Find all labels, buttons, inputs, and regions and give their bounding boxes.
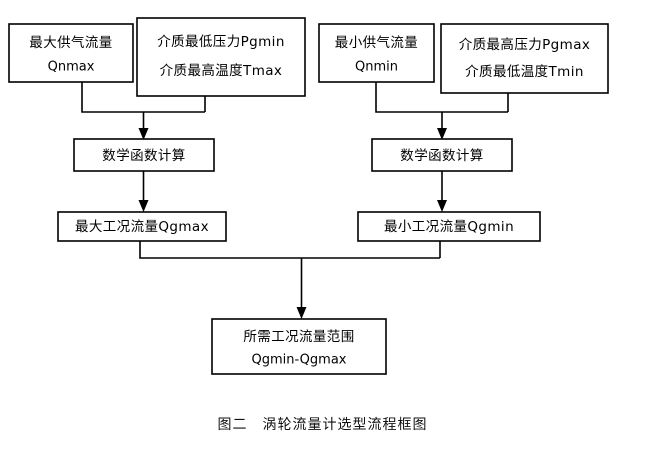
node-label-line2: Qnmin xyxy=(355,60,398,75)
node-calc-left: 数学函数计算 xyxy=(73,138,215,172)
node-label-line1: 最大供气流量 xyxy=(29,35,112,51)
node-label-line2: Qgmin-Qgmax xyxy=(252,353,347,368)
node-box xyxy=(73,138,215,172)
node-input-qnmin: 最小供气流量 Qnmin xyxy=(318,23,435,83)
node-label-line1: 数学函数计算 xyxy=(102,148,185,164)
node-box xyxy=(211,318,387,375)
edge-right-inputs-to-calc xyxy=(375,82,509,140)
arrow-head-icon xyxy=(138,128,149,140)
edge-outputs-to-result xyxy=(139,241,441,319)
node-input-pgmin-tmax: 介质最低压力Pgmin 介质最高温度Tmax xyxy=(136,17,306,97)
node-calc-right: 数学函数计算 xyxy=(371,138,513,172)
node-box xyxy=(318,23,435,83)
edge-calcleft-to-qgmax xyxy=(138,171,149,212)
node-box xyxy=(8,23,134,83)
arrow-head-icon xyxy=(296,307,307,319)
node-label-line1: 所需工况流量范围 xyxy=(243,329,354,345)
node-result-range: 所需工况流量范围 Qgmin-Qgmax xyxy=(211,318,387,375)
node-label-line1: 介质最高压力Pgmax xyxy=(459,36,591,53)
node-label-line1: 介质最低压力Pgmin xyxy=(157,34,285,50)
node-label-line2: 介质最高温度Tmax xyxy=(160,62,283,79)
node-box xyxy=(57,211,227,242)
node-box xyxy=(371,138,513,172)
arrow-head-icon xyxy=(138,200,149,212)
node-label-line1: 最小供气流量 xyxy=(335,35,418,51)
connector-layer xyxy=(81,82,509,319)
node-label-line1: 最小工况流量Qgmin xyxy=(384,219,514,235)
node-label-line2: 介质最低温度Tmin xyxy=(465,64,584,80)
node-output-qgmax: 最大工况流量Qgmax xyxy=(57,211,227,242)
node-label-line2: Qnmax xyxy=(48,60,95,75)
node-input-pgmax-tmin: 介质最高压力Pgmax 介质最低温度Tmin xyxy=(440,23,609,94)
node-box xyxy=(440,23,609,94)
node-label-line1: 最大工况流量Qgmax xyxy=(75,219,209,235)
arrow-head-icon xyxy=(437,200,447,212)
node-box xyxy=(136,17,306,97)
arrow-head-icon xyxy=(437,128,447,140)
node-input-qnmax: 最大供气流量 Qnmax xyxy=(8,23,134,83)
node-output-qgmin: 最小工况流量Qgmin xyxy=(357,211,541,242)
edge-left-inputs-to-calc xyxy=(81,82,206,140)
node-label-line1: 数学函数计算 xyxy=(400,148,483,164)
figure-caption: 图二 涡轮流量计选型流程框图 xyxy=(217,417,428,433)
edge-calcright-to-qgmin xyxy=(437,171,447,212)
node-box xyxy=(357,211,541,242)
